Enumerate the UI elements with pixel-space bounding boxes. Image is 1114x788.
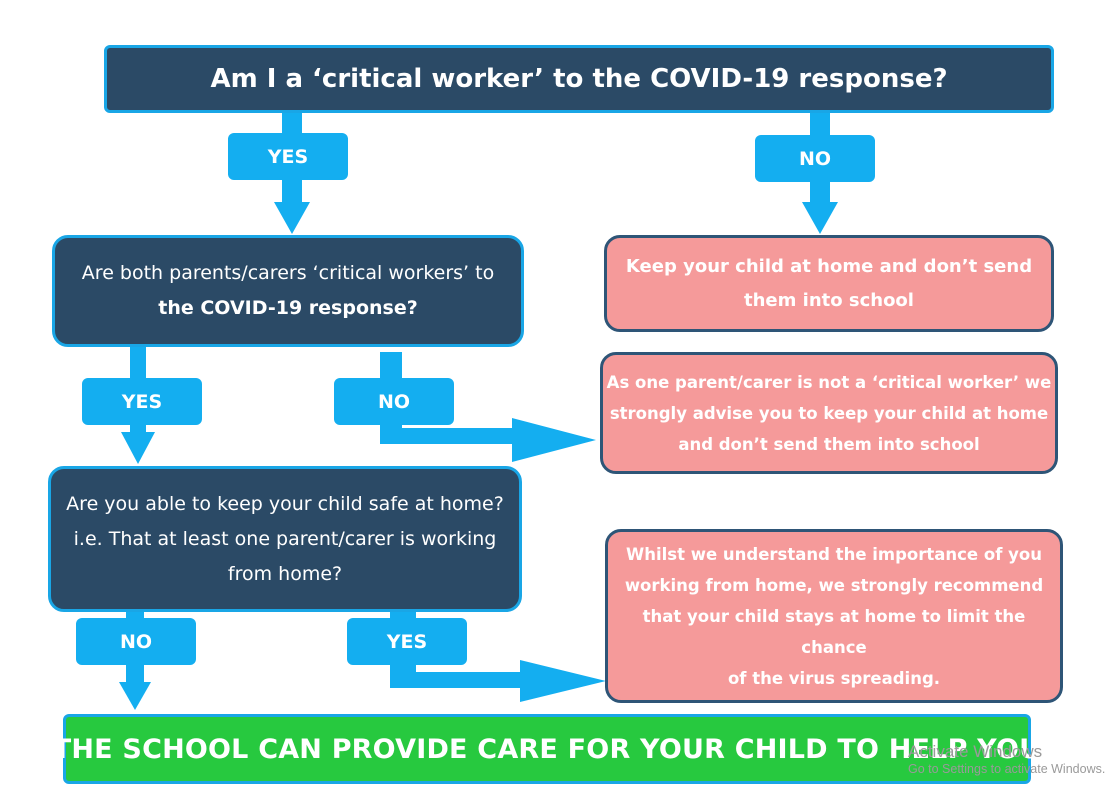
question-safe-at-home-box: Are you able to keep your child safe at …: [48, 466, 522, 612]
label-yes-q2: YES: [82, 378, 202, 425]
arrow-head: [274, 202, 310, 234]
label-no-top: NO: [755, 135, 875, 182]
outcome-advise-home-line1: As one parent/carer is not a ‘critical w…: [606, 372, 1052, 392]
watermark-title: Activate Windows: [908, 742, 1043, 761]
label-yes-q3: YES: [347, 618, 467, 665]
outcome-limit-spread-line1: Whilst we understand the importance of y…: [626, 544, 1042, 564]
label-yes-text: YES: [386, 630, 428, 653]
outcome-keep-home-line2: them into school: [744, 289, 914, 311]
outcome-keep-home-line1: Keep your child at home and don’t send: [625, 255, 1033, 277]
label-no-text: NO: [798, 147, 832, 170]
final-care-provided-box: THE SCHOOL CAN PROVIDE CARE FOR YOUR CHI…: [53, 714, 1041, 784]
connector-stem: [380, 428, 516, 444]
question-safe-at-home-line2: i.e. That at least one parent/carer is w…: [73, 527, 497, 550]
outcome-limit-spread-box: Whilst we understand the importance of y…: [605, 529, 1063, 703]
question-safe-at-home-line3: from home?: [227, 562, 343, 585]
label-no-text: NO: [377, 390, 411, 413]
activate-windows-watermark: Activate Windows Go to Settings to activ…: [908, 742, 1114, 777]
outcome-advise-home-line3: and don’t send them into school: [678, 434, 980, 454]
watermark-subtitle: Go to Settings to activate Windows.: [908, 762, 1106, 777]
outcome-limit-spread-line4: of the virus spreading.: [727, 668, 941, 688]
question-both-parents-line2: the COVID-19 response?: [158, 297, 418, 319]
outcome-advise-home-line2: strongly advise you to keep your child a…: [609, 403, 1049, 423]
label-no-q2: NO: [334, 378, 454, 425]
outcome-limit-spread-line2: working from home, we strongly recommend: [624, 575, 1044, 595]
arrow-head: [119, 682, 151, 710]
connector-stem: [390, 672, 528, 688]
label-yes-text: YES: [121, 390, 163, 413]
label-no-text: NO: [119, 630, 153, 653]
arrow-head: [512, 418, 596, 462]
outcome-advise-home-box: As one parent/carer is not a ‘critical w…: [600, 352, 1058, 474]
outcome-limit-spread-line3: that your child stays at home to limit t…: [642, 606, 1026, 657]
arrow-head: [802, 202, 838, 234]
title-question-box: Am I a ‘critical worker’ to the COVID-19…: [104, 45, 1054, 113]
label-no-q3: NO: [76, 618, 196, 665]
label-yes-text: YES: [267, 145, 309, 168]
question-both-parents-line1: Are both parents/carers ‘critical worker…: [81, 262, 495, 284]
arrow-head: [121, 432, 155, 464]
title-question-text: Am I a ‘critical worker’ to the COVID-19…: [210, 64, 948, 94]
final-care-provided-text: THE SCHOOL CAN PROVIDE CARE FOR YOUR CHI…: [52, 733, 1042, 765]
arrow-head: [520, 660, 606, 702]
question-both-parents-box: Are both parents/carers ‘critical worker…: [52, 235, 524, 347]
outcome-keep-home-box: Keep your child at home and don’t send t…: [604, 235, 1054, 332]
label-yes-top: YES: [228, 133, 348, 180]
question-safe-at-home-line1: Are you able to keep your child safe at …: [66, 492, 504, 515]
